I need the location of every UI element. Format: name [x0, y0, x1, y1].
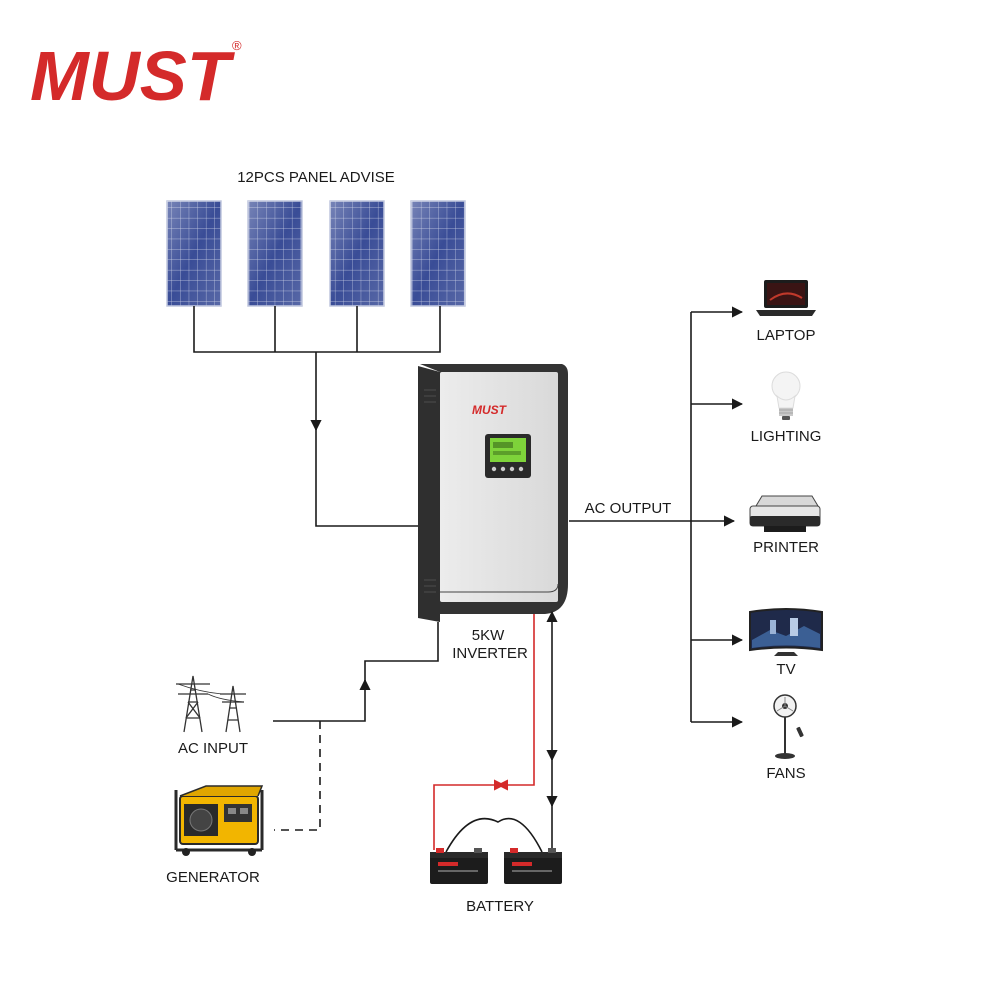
- solar-panel: [329, 200, 385, 307]
- light-bulb-icon: [771, 371, 801, 420]
- laptop-icon: [756, 280, 816, 316]
- load-label-tv: TV: [776, 661, 795, 678]
- load-label-laptop: LAPTOP: [757, 327, 816, 344]
- inverter-label-line1: 5KW: [472, 627, 505, 644]
- logo-text: MUST: [30, 37, 235, 115]
- must-logo: MUST ®: [30, 37, 242, 115]
- solar-label: 12PCS PANEL ADVISE: [237, 169, 395, 186]
- battery-wiring: [433, 610, 558, 853]
- solar-panel: [166, 200, 222, 307]
- generator-icon: [174, 785, 264, 856]
- load-label-fans: FANS: [766, 765, 805, 782]
- power-tower-icon: [176, 675, 246, 733]
- ac-output-label: AC OUTPUT: [585, 500, 672, 517]
- fan-icon: [773, 694, 804, 759]
- ac-output-wiring: [569, 306, 744, 728]
- load-label-printer: PRINTER: [753, 539, 819, 556]
- solar-panel: [410, 200, 466, 307]
- inverter-brand-text: MUST: [472, 403, 508, 417]
- battery-label: BATTERY: [466, 898, 534, 915]
- printer-icon: [749, 495, 821, 532]
- ac-input-label: AC INPUT: [178, 740, 248, 757]
- inverter-lcd-panel: [485, 434, 531, 478]
- load-label-lighting: LIGHTING: [751, 428, 822, 445]
- inverter-label-line2: INVERTER: [452, 645, 528, 662]
- tv-icon: [749, 608, 823, 656]
- battery-icon: [504, 848, 562, 884]
- battery-icon: [430, 848, 488, 884]
- registered-mark: ®: [232, 38, 242, 53]
- solar-panel-array: [166, 200, 466, 307]
- inverter-unit: MUST: [418, 364, 568, 622]
- ac-input-wiring: [273, 622, 439, 831]
- generator-label: GENERATOR: [166, 869, 260, 886]
- solar-panel: [247, 200, 303, 307]
- panel-wiring: [193, 306, 441, 527]
